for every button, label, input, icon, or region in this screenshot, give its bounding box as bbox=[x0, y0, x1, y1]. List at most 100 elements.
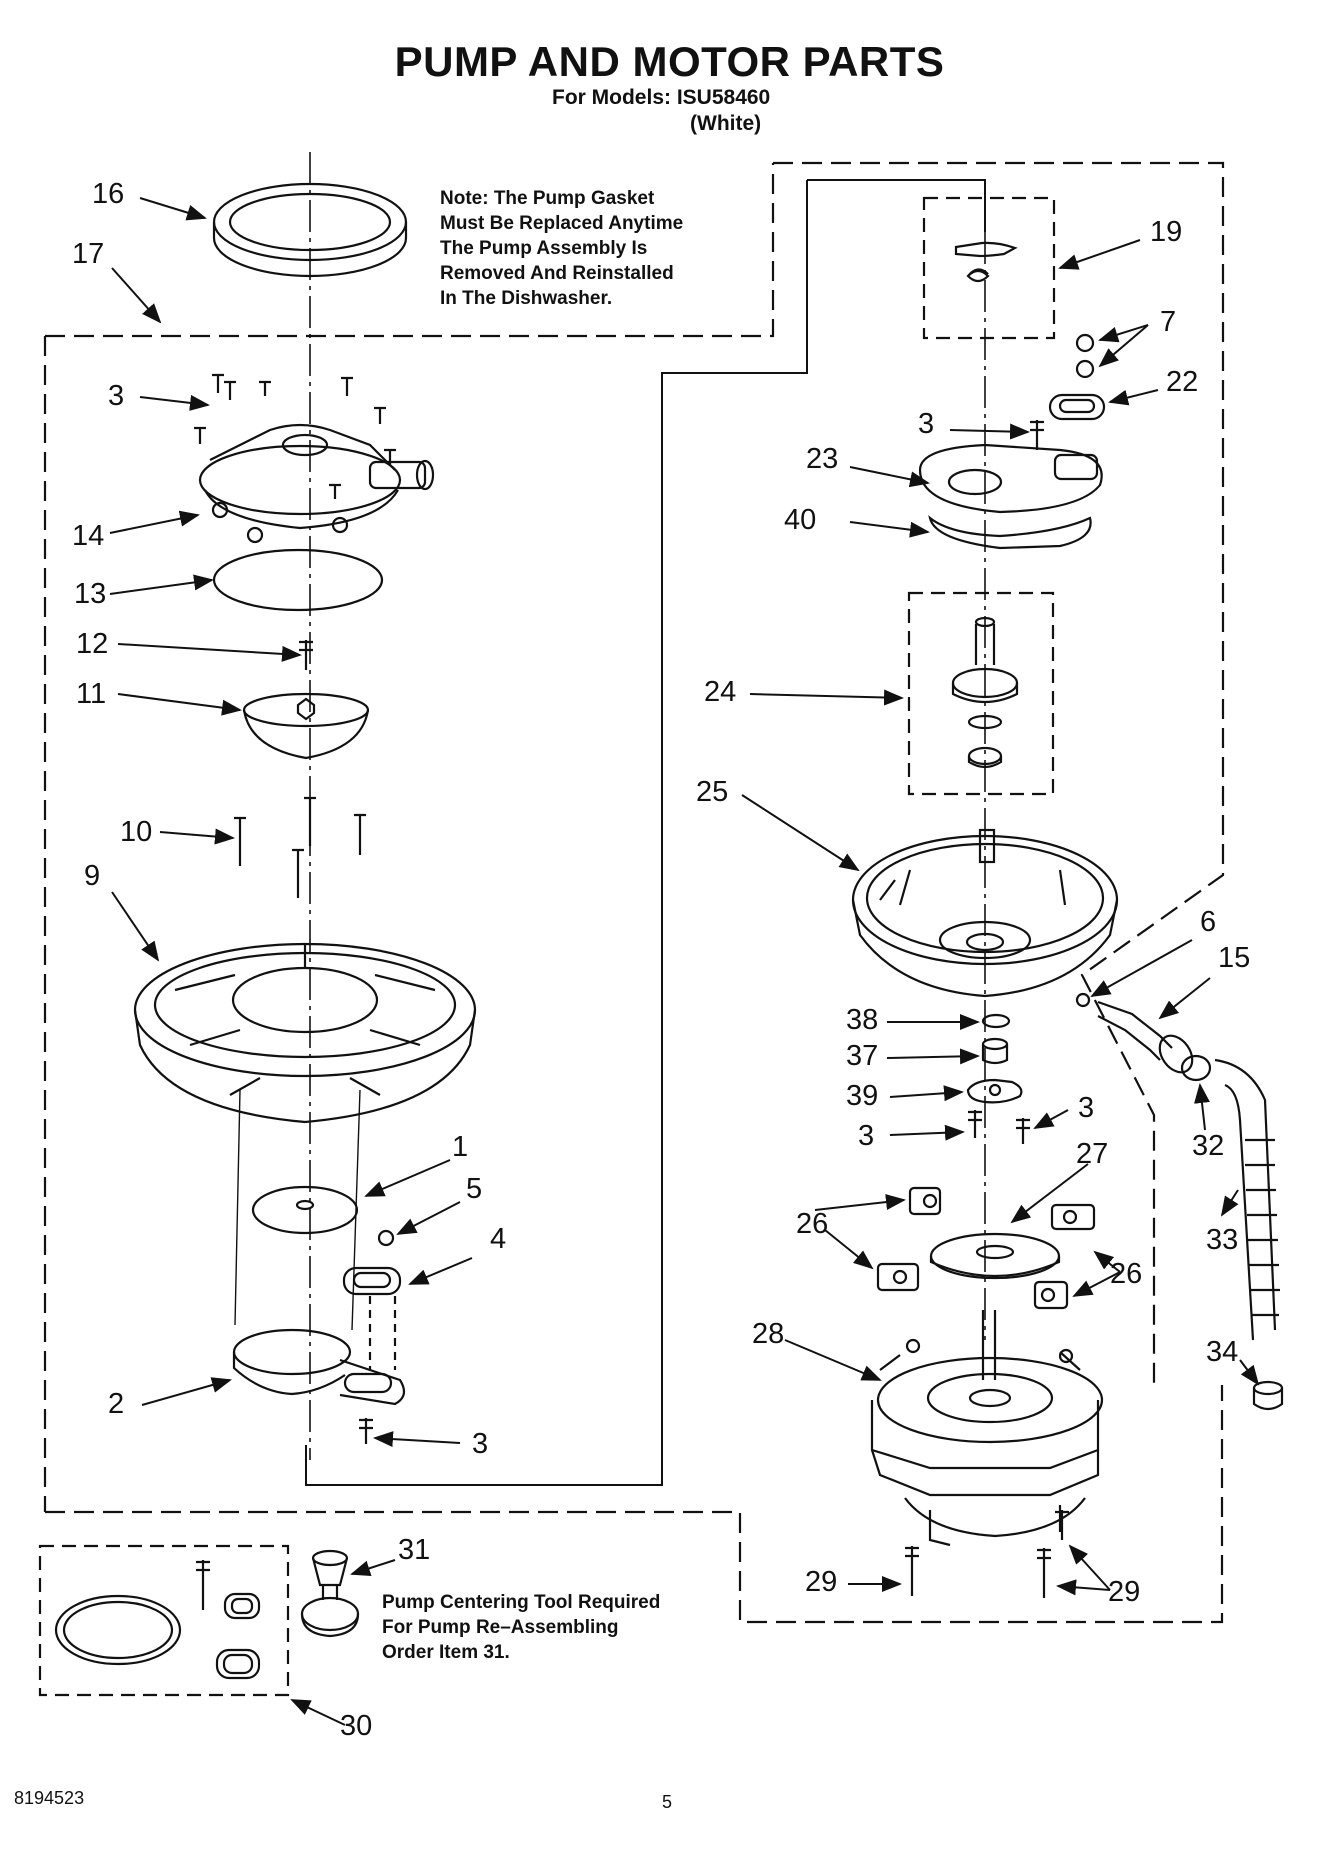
gasket-part-39 bbox=[966, 1078, 1023, 1104]
note-line: For Pump Re–Assembling bbox=[382, 1617, 619, 1638]
callout-11: 11 bbox=[76, 678, 107, 710]
callout-3: 3 bbox=[858, 1120, 875, 1152]
callout-3: 3 bbox=[472, 1428, 489, 1460]
callout-19: 19 bbox=[1150, 216, 1183, 248]
callout-40: 40 bbox=[784, 504, 817, 536]
seal-part-22 bbox=[1048, 393, 1106, 421]
pump-gasket-note: Note: The Pump Gasket Must Be Replaced A… bbox=[440, 186, 683, 311]
screw-set-b bbox=[234, 796, 366, 898]
note-line: The Pump Assembly Is bbox=[440, 238, 648, 259]
callout-33: 33 bbox=[1206, 1224, 1239, 1256]
callout-27: 27 bbox=[1076, 1138, 1109, 1170]
shaft-assembly-part bbox=[951, 616, 1019, 769]
callout-26: 26 bbox=[796, 1208, 829, 1240]
assembly-boundary-right bbox=[773, 161, 1225, 1385]
diverter-gasket-part bbox=[928, 515, 1092, 550]
callout-12: 12 bbox=[76, 628, 109, 660]
screw-set-a bbox=[194, 373, 396, 499]
ball-part bbox=[377, 1229, 395, 1247]
impeller-part bbox=[242, 692, 370, 760]
callout-38: 38 bbox=[846, 1004, 879, 1036]
callout-14: 14 bbox=[72, 520, 105, 552]
callout-13: 13 bbox=[74, 578, 107, 610]
hose-cap-part bbox=[1252, 1380, 1284, 1411]
note-line: Must Be Replaced Anytime bbox=[440, 213, 684, 234]
note-line: In The Dishwasher. bbox=[440, 288, 613, 309]
note-line: Pump Centering Tool Required bbox=[382, 1592, 661, 1613]
o-ring-part-38 bbox=[981, 1013, 1011, 1029]
o-ring-part-6 bbox=[1075, 992, 1091, 1008]
slinger-disk-part bbox=[929, 1232, 1061, 1280]
pump-gasket-part bbox=[212, 182, 408, 278]
drain-hose-part bbox=[1214, 1058, 1280, 1341]
pump-base-part bbox=[133, 942, 477, 1124]
callout-16: 16 bbox=[92, 178, 125, 210]
centering-tool-note: Pump Centering Tool Required For Pump Re… bbox=[382, 1590, 660, 1665]
callout-32: 32 bbox=[1192, 1130, 1225, 1162]
callout-23: 23 bbox=[806, 443, 839, 475]
bushing-part-37 bbox=[981, 1037, 1009, 1065]
note-line: Note: The Pump Gasket bbox=[440, 188, 655, 209]
callout-26: 26 bbox=[1110, 1258, 1143, 1290]
note-line: Order Item 31. bbox=[382, 1642, 510, 1663]
callout-29: 29 bbox=[805, 1566, 838, 1598]
callout-25: 25 bbox=[696, 776, 729, 808]
screw-d bbox=[1030, 420, 1044, 450]
callout-24: 24 bbox=[704, 676, 737, 708]
callout-6: 6 bbox=[1200, 906, 1217, 938]
screen-part bbox=[251, 1185, 359, 1235]
callout-37: 37 bbox=[846, 1040, 879, 1072]
kit-box-19 bbox=[922, 196, 1056, 340]
screw-part-29b bbox=[1037, 1548, 1051, 1598]
o-ring-part bbox=[212, 548, 384, 612]
inlet-fitting-part bbox=[1097, 1000, 1194, 1074]
screw-part-29c bbox=[1055, 1510, 1069, 1540]
motor-part bbox=[870, 1310, 1104, 1547]
pump-ring-part bbox=[232, 1328, 406, 1406]
callout-17: 17 bbox=[72, 238, 105, 270]
callout-3: 3 bbox=[918, 408, 935, 440]
callout-9: 9 bbox=[84, 860, 101, 892]
screw-c bbox=[359, 1418, 373, 1444]
callout-30: 30 bbox=[340, 1710, 373, 1742]
ball-part-7a bbox=[1075, 333, 1095, 353]
callout-3: 3 bbox=[108, 380, 125, 412]
color-line: (White) bbox=[690, 112, 762, 135]
screw-part-29a bbox=[905, 1546, 919, 1596]
callout-4: 4 bbox=[490, 1223, 507, 1255]
motor-bracket-parts bbox=[876, 1186, 1096, 1310]
note-line: Removed And Reinstalled bbox=[440, 263, 674, 284]
assembly-boundary-17 bbox=[43, 163, 1224, 1624]
callout-15: 15 bbox=[1218, 942, 1251, 974]
centering-tool-part bbox=[300, 1549, 360, 1638]
ball-part-7b bbox=[1075, 359, 1095, 379]
pump-housing-part bbox=[198, 423, 435, 544]
screw-f bbox=[1016, 1118, 1030, 1144]
callout-34: 34 bbox=[1206, 1336, 1239, 1368]
diverter-plate-part bbox=[918, 443, 1103, 514]
screw-e bbox=[968, 1110, 982, 1138]
callout-29: 29 bbox=[1108, 1576, 1141, 1608]
screen-hub bbox=[295, 1199, 315, 1211]
callout-1: 1 bbox=[452, 1131, 469, 1163]
page-number: 5 bbox=[662, 1792, 673, 1812]
kit-box-30 bbox=[38, 1544, 290, 1697]
leader-lines bbox=[109, 197, 1260, 1726]
document-number: 8194523 bbox=[14, 1788, 85, 1808]
callout-10: 10 bbox=[120, 816, 153, 848]
callout-22: 22 bbox=[1166, 366, 1199, 398]
hose-clamp-part bbox=[1180, 1054, 1212, 1082]
motor-housing-part bbox=[851, 828, 1119, 998]
kit-box-24 bbox=[907, 591, 1055, 796]
impeller-bolt-part bbox=[299, 640, 313, 670]
kit-30-parts bbox=[54, 1560, 261, 1680]
callout-3: 3 bbox=[1078, 1092, 1095, 1124]
callout-39: 39 bbox=[846, 1080, 879, 1112]
callout-28: 28 bbox=[752, 1318, 785, 1350]
models-line: For Models: ISU58460 bbox=[552, 86, 771, 109]
callout-31: 31 bbox=[398, 1534, 431, 1566]
seal-part bbox=[342, 1266, 402, 1296]
spring-kit-part bbox=[954, 241, 1018, 283]
callout-5: 5 bbox=[466, 1173, 483, 1205]
